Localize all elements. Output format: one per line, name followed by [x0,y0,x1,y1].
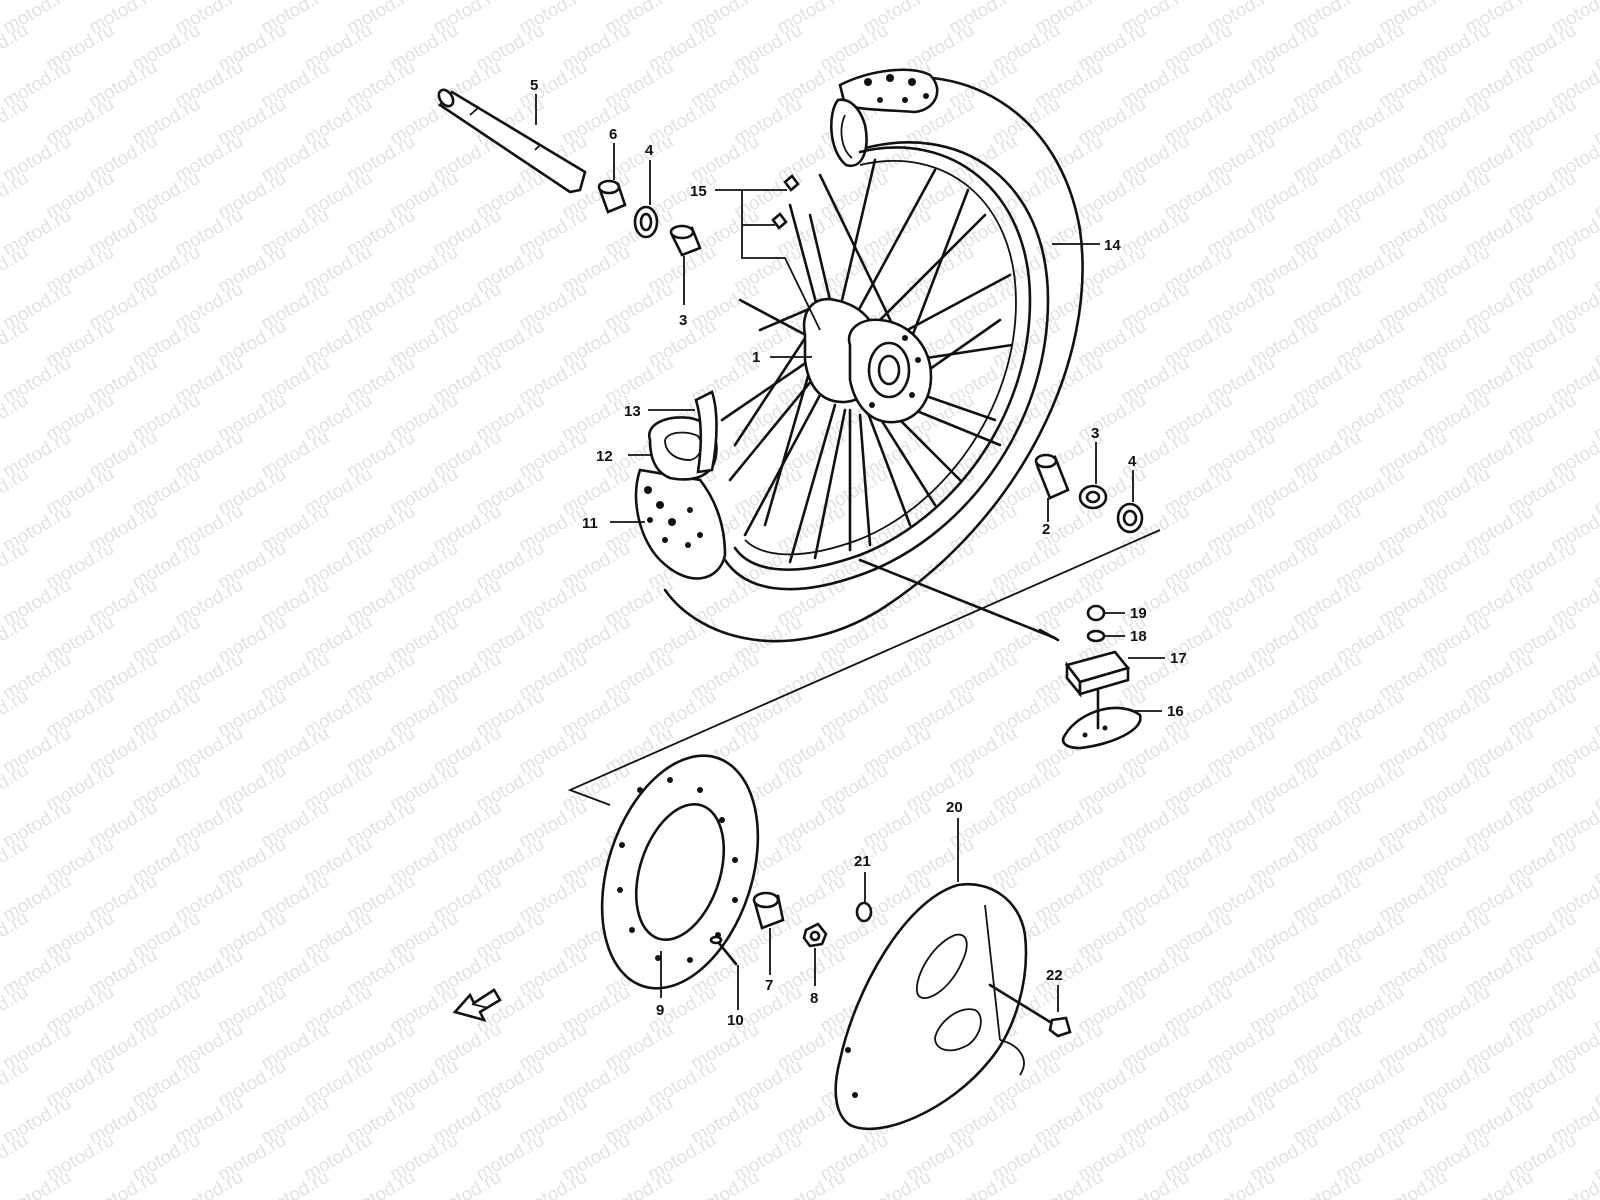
bolt-22 [988,983,1072,1038]
callout-16: 16 [1167,703,1184,720]
callout-20: 20 [946,799,963,816]
separator [567,529,1161,806]
rim-lock-16 [1061,688,1142,750]
callout-10: 10 [727,1012,744,1029]
callout-22: 22 [1046,967,1063,984]
axle [437,88,587,194]
nut-8 [802,922,828,948]
disc-cover-20 [834,882,1028,1131]
spacer-6 [597,179,627,214]
bearing-3-left [669,224,702,257]
callout-17: 17 [1170,650,1187,667]
callout-3-left: 3 [679,312,687,329]
callout-18: 18 [1130,628,1147,645]
tire-cutaway [634,468,727,580]
callout-3-right: 3 [1091,425,1099,442]
callout-14: 14 [1104,237,1121,254]
washer-18 [1086,629,1106,643]
callout-9: 9 [656,1002,664,1019]
callout-12: 12 [596,448,613,465]
spacer-2 [1034,453,1070,500]
oil-seal-4-left [633,205,659,239]
front-direction-arrow-icon [452,988,502,1023]
rim [733,146,1032,571]
hub [802,297,933,424]
washer-21 [855,901,873,923]
callout-6: 6 [609,126,617,143]
leader-lines [535,94,1165,1012]
callout-2: 2 [1042,521,1050,538]
callout-7: 7 [765,977,773,994]
nut-19 [1086,604,1106,622]
callout-1: 1 [752,349,760,366]
brake-disc-9 [600,754,760,990]
rim-band [694,390,718,474]
callout-5: 5 [530,77,538,94]
callout-21: 21 [854,853,871,870]
tire [663,68,1084,643]
callout-11: 11 [582,515,598,532]
bolt-10 [709,935,738,966]
callout-4-left: 4 [645,142,654,159]
callout-13: 13 [624,403,641,420]
valve-stem [858,558,1060,642]
rim-lock-17 [1064,650,1131,698]
balancer-15 [771,174,800,230]
callout-8: 8 [810,990,818,1007]
bearing-3-right [1078,484,1108,510]
spacer-7 [752,891,785,930]
callout-labels: 5 6 4 3 15 1 14 13 12 11 3 4 2 19 18 17 … [530,77,1187,1029]
oil-seal-4-right [1116,502,1144,534]
callout-15: 15 [690,183,707,200]
callout-19: 19 [1130,605,1147,622]
callout-4-right: 4 [1128,453,1137,470]
